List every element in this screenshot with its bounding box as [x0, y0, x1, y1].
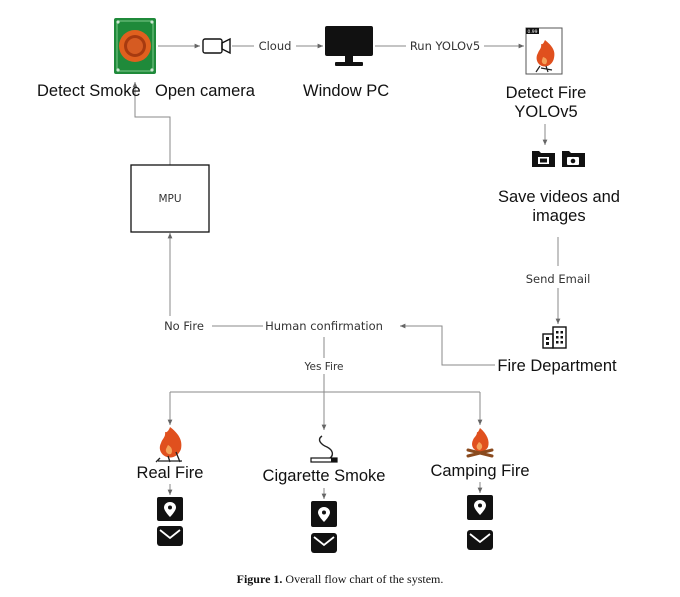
mail-icon: [157, 526, 183, 546]
campfire-icon: [466, 428, 494, 458]
camping-fire-label: Camping Fire: [430, 462, 529, 480]
photo-folder-icon: [562, 151, 585, 167]
video-folder-icon: [532, 151, 555, 167]
gas-sensor-icon: [114, 18, 156, 74]
monitor-icon: [325, 26, 373, 66]
video-camera-icon: [202, 37, 231, 55]
detection-score: 0.99: [528, 29, 538, 35]
building-icon: [542, 326, 567, 349]
figure-caption: Figure 1. Overall flow chart of the syst…: [0, 572, 680, 587]
location-pin-icon: [157, 497, 183, 521]
edge-label-no-fire: No Fire: [164, 319, 204, 333]
mpu-box: [130, 164, 210, 233]
figure-caption-label: Figure 1.: [236, 572, 283, 586]
edge-label-run-yolo: Run YOLOv5: [410, 39, 480, 53]
detect-fire-model-label: YOLOv5: [514, 103, 577, 121]
location-pin-icon: [311, 501, 337, 527]
fire-detection-icon: 0.99: [525, 27, 563, 75]
real-fire-label: Real Fire: [137, 464, 204, 482]
forest-fire-icon: [155, 427, 182, 463]
window-pc-label: Window PC: [303, 82, 389, 100]
location-pin-icon: [467, 495, 493, 520]
human-confirmation-label: Human confirmation: [265, 319, 383, 333]
save-label-line1: Save videos and: [498, 188, 620, 206]
detect-smoke-label: Detect Smoke: [37, 82, 141, 100]
mail-icon: [311, 533, 337, 553]
mail-icon: [467, 530, 493, 550]
open-camera-label: Open camera: [155, 82, 256, 100]
detect-fire-label: Detect Fire: [506, 84, 587, 102]
cigarette-smoke-label: Cigarette Smoke: [263, 467, 386, 485]
edge-label-cloud: Cloud: [259, 39, 292, 53]
edge-label-yes-fire: Yes Fire: [303, 361, 343, 373]
connectors: [132, 43, 561, 499]
figure-caption-text: Overall flow chart of the system.: [282, 572, 444, 586]
save-label-line2: images: [532, 207, 585, 225]
fire-department-label: Fire Department: [497, 357, 617, 375]
mpu-label: MPU: [158, 193, 181, 205]
edge-label-send-email: Send Email: [526, 272, 591, 286]
cigarette-icon: [310, 435, 338, 463]
edge-mpu-sensor: [132, 82, 171, 165]
edge-department-human: [400, 323, 495, 366]
